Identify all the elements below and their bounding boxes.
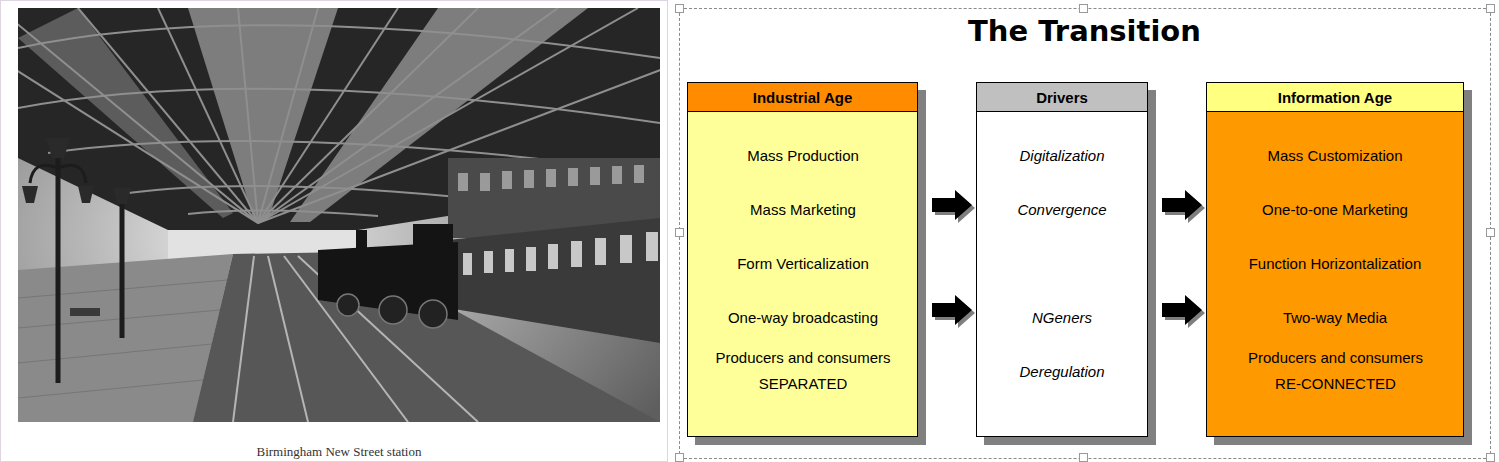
box-item-text: Producers and consumers RE-CONNECTED [1248,349,1423,392]
box-item-text: Two-way Media [1283,309,1387,326]
locomotive-wheels [337,294,447,328]
block-arrow [1162,295,1205,328]
box-item: Form Verticalization [698,251,908,277]
box-item-text: Function Horizontalization [1249,255,1422,272]
selection-handle [1486,228,1495,237]
selection-handle [1486,453,1495,462]
box-heading: Drivers [1036,89,1088,106]
box-item-text: One-way broadcasting [728,309,878,326]
arrow-body [1162,190,1202,220]
building-windows [458,165,644,191]
box-item: One-way broadcasting [698,305,908,331]
stage-box: Industrial AgeMass ProductionMass Market… [687,82,918,437]
box-item-text: Deregulation [1019,363,1104,380]
box-item: Two-way Media [1225,305,1445,331]
box-header: Drivers [977,83,1147,112]
box-item: Deregulation [982,359,1142,385]
box-item-text: Mass Marketing [750,201,856,218]
selection-handle [1079,4,1088,13]
station-photo [18,8,660,422]
box-item: Producers and consumers SEPARATED [703,345,903,397]
lamp-posts [30,148,122,383]
arrow-body [932,190,972,220]
stage-box: Information AgeMass CustomizationOne-to-… [1206,82,1464,437]
box-header: Industrial Age [688,83,917,112]
block-arrow [932,190,975,223]
box-item-text: Convergence [1017,201,1106,218]
box-item: Mass Production [698,143,908,169]
block-arrow [1162,190,1205,223]
carriage-windows [463,232,658,275]
carriage [448,218,660,343]
caption-block: Birmingham New Street station [18,442,660,460]
locomotive-chimney [356,230,367,252]
lamps [22,138,131,204]
stage-box: DriversDigitalizationConvergenceNGenersD… [976,82,1148,437]
title-block: The Transition [679,14,1490,48]
photo-ground [18,8,660,422]
box-item: Mass Customization [1225,143,1445,169]
box-item-text: Form Verticalization [737,255,869,272]
block-arrow [932,295,975,328]
photo-caption: Birmingham New Street station [256,444,421,459]
selection-handle [675,453,684,462]
selection-handle [1486,4,1495,13]
selection-handle [675,4,684,13]
box-item: NGeners [982,305,1142,331]
box-item-text: NGeners [1032,309,1092,326]
box-item-text: One-to-one Marketing [1262,201,1408,218]
box-item: Mass Marketing [698,197,908,223]
selection-handle [675,228,684,237]
arrow-body [1162,295,1202,325]
box-item-text: Digitalization [1019,147,1104,164]
box-header: Information Age [1207,83,1463,112]
arrow-body [932,295,972,325]
diagram-title: The Transition [968,14,1201,48]
box-item-text: Producers and consumers SEPARATED [715,349,890,392]
box-heading: Industrial Age [753,89,852,106]
box-item-text: Mass Customization [1267,147,1402,164]
locomotive-cab [413,224,453,246]
box-item: Digitalization [982,143,1142,169]
selection-handle [1079,453,1088,462]
box-item: One-to-one Marketing [1225,197,1445,223]
box-item: Producers and consumers RE-CONNECTED [1243,345,1428,397]
box-heading: Information Age [1278,89,1392,106]
box-item: Convergence [982,197,1142,223]
bench [70,308,100,316]
box-item: Function Horizontalization [1225,251,1445,277]
box-item-text: Mass Production [747,147,859,164]
